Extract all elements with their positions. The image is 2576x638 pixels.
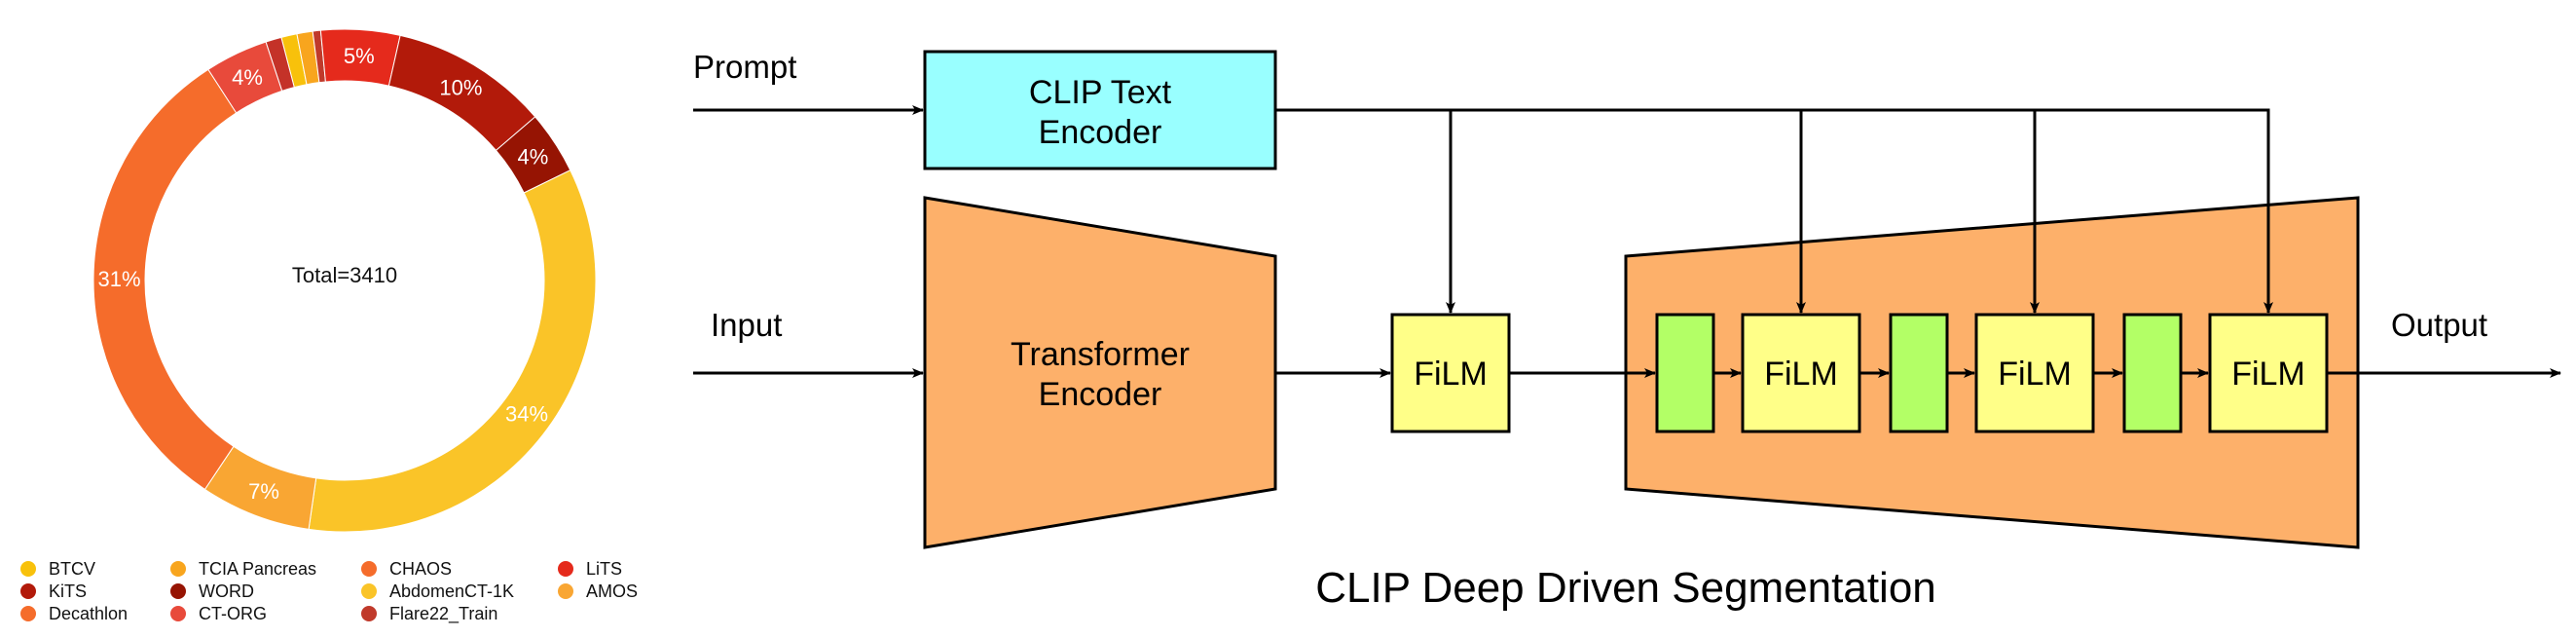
donut-slice-label: 5% (344, 44, 375, 68)
legend-label: Flare22_Train (389, 604, 497, 624)
donut-slice-label: 4% (232, 65, 263, 90)
transformer-encoder-label-line1: Transformer (1011, 336, 1190, 373)
legend-marker (170, 606, 186, 621)
legend-label: CHAOS (389, 559, 452, 579)
legend-marker (361, 561, 377, 577)
legend-label: WORD (199, 582, 254, 601)
green-block-2 (1889, 313, 1949, 433)
input-label: Input (711, 307, 782, 343)
clip-text-encoder-label-line1: CLIP Text (1029, 74, 1172, 111)
legend-marker (20, 583, 36, 599)
donut-slice-label: 34% (505, 401, 548, 426)
green-block-3 (2122, 313, 2183, 433)
legend-label: BTCV (49, 559, 95, 579)
legend-label: AbdomenCT-1K (389, 582, 514, 601)
film-label-2: FiLM (1764, 356, 1838, 393)
legend-marker (170, 583, 186, 599)
donut-center-total: Total=3410 (292, 263, 397, 287)
legend-label: KiTS (49, 582, 87, 601)
film-label-3: FiLM (1998, 356, 2072, 393)
legend-label: Decathlon (49, 604, 128, 623)
legend-marker (558, 561, 573, 577)
donut-slice-label: 7% (248, 479, 279, 504)
donut-slice-label: 4% (517, 145, 548, 169)
film-box-3 (1974, 313, 2095, 433)
legend-marker (361, 606, 377, 621)
legend-marker (20, 606, 36, 621)
legend-label: TCIA Pancreas (199, 559, 316, 579)
dataset-donut-chart (92, 28, 597, 533)
film-label-1: FiLM (1414, 356, 1488, 393)
legend-label: LiTS (586, 559, 622, 579)
legend-marker (361, 583, 377, 599)
legend-marker (20, 561, 36, 577)
prompt-label: Prompt (693, 49, 796, 85)
film-label-4: FiLM (2231, 356, 2305, 393)
transformer-encoder-label-line2: Encoder (1039, 376, 1162, 413)
clip-text-encoder-label-line2: Encoder (1039, 114, 1162, 151)
output-label: Output (2391, 307, 2487, 343)
architecture-diagram: Prompt Input Output CLIP Text Encoder Tr… (693, 49, 2561, 612)
film-box-2 (1741, 313, 1861, 433)
text-embedding-line (1275, 108, 2273, 314)
legend-label: CT-ORG (199, 604, 267, 623)
film-box-1 (1390, 313, 1511, 433)
legend-label: AMOS (586, 582, 638, 601)
legend-marker (170, 561, 186, 577)
donut-slice-abdomenct-1k (308, 169, 597, 533)
legend-marker (558, 583, 573, 599)
donut-slice-decathlon (92, 68, 238, 491)
donut-slice-label: 10% (439, 76, 482, 100)
donut-slice-labels: 5% 10% 4% 34% 7% 31% 4% (97, 44, 548, 504)
donut-slice-chaos (265, 36, 295, 92)
green-block-1 (1655, 313, 1715, 433)
diagram-title: CLIP Deep Driven Segmentation (1315, 564, 1936, 612)
donut-slice-label: 31% (97, 267, 140, 291)
transformer-encoder-shape (923, 196, 1277, 549)
